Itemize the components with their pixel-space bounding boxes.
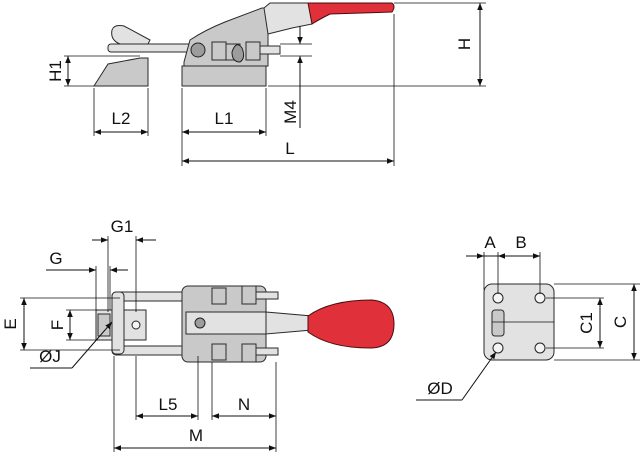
- base-plate-dimensions: A B C1 C ØD: [416, 233, 640, 401]
- side-view: [93, 2, 395, 87]
- label-D: ØD: [427, 379, 453, 398]
- label-L: L: [285, 139, 294, 158]
- nut-bot-2: [241, 343, 257, 363]
- label-J: ØJ: [39, 347, 61, 366]
- label-N: N: [238, 395, 250, 414]
- red-handle: [307, 2, 395, 25]
- nut-bot-1: [211, 343, 227, 361]
- adjust-nut-1: [211, 41, 227, 61]
- label-B: B: [515, 233, 526, 252]
- label-M4: M4: [281, 100, 300, 124]
- top-view-dimensions: G1 G E F ØJ L5 N M: [1, 217, 277, 452]
- rod-ext-bot: [255, 347, 279, 356]
- base-slot: [491, 309, 505, 337]
- latch-plate: [93, 57, 149, 87]
- clamp-base: [181, 65, 267, 87]
- latch-hole: [131, 320, 141, 330]
- label-E: E: [1, 318, 20, 329]
- nut-top-2: [241, 285, 257, 305]
- latch-slot: [97, 313, 111, 337]
- base-hole-bl: [492, 342, 504, 354]
- pivot-pin: [190, 42, 206, 58]
- label-L2: L2: [112, 109, 131, 128]
- label-H: H: [455, 38, 474, 50]
- label-C1: C1: [577, 312, 596, 334]
- label-C: C: [611, 316, 630, 328]
- red-handle-top: [307, 299, 395, 349]
- arm-taper: [265, 311, 313, 335]
- label-L5: L5: [159, 395, 178, 414]
- side-view-dimensions: H1 L2 L1 M4 L H: [46, 2, 486, 166]
- label-G: G: [49, 249, 62, 268]
- clamp-arm: [263, 2, 313, 35]
- label-H1: H1: [46, 60, 65, 82]
- base-hole-tr: [534, 292, 546, 304]
- slot-bracket: [231, 44, 245, 63]
- nut-top-1: [211, 287, 227, 305]
- base-hole-tl: [492, 292, 504, 304]
- thread-rod: [259, 45, 281, 55]
- label-L1: L1: [215, 109, 234, 128]
- u-bolt-end: [111, 291, 125, 355]
- label-F: F: [48, 320, 67, 330]
- label-A: A: [484, 233, 496, 252]
- top-view: [95, 285, 395, 363]
- rod-ext-top: [255, 291, 279, 300]
- arm-pin: [194, 317, 206, 329]
- label-M: M: [189, 426, 203, 445]
- base-plate-view: [483, 283, 555, 361]
- adjust-nut-3: [245, 41, 261, 61]
- base-hole-br: [534, 342, 546, 354]
- label-G1: G1: [111, 217, 134, 236]
